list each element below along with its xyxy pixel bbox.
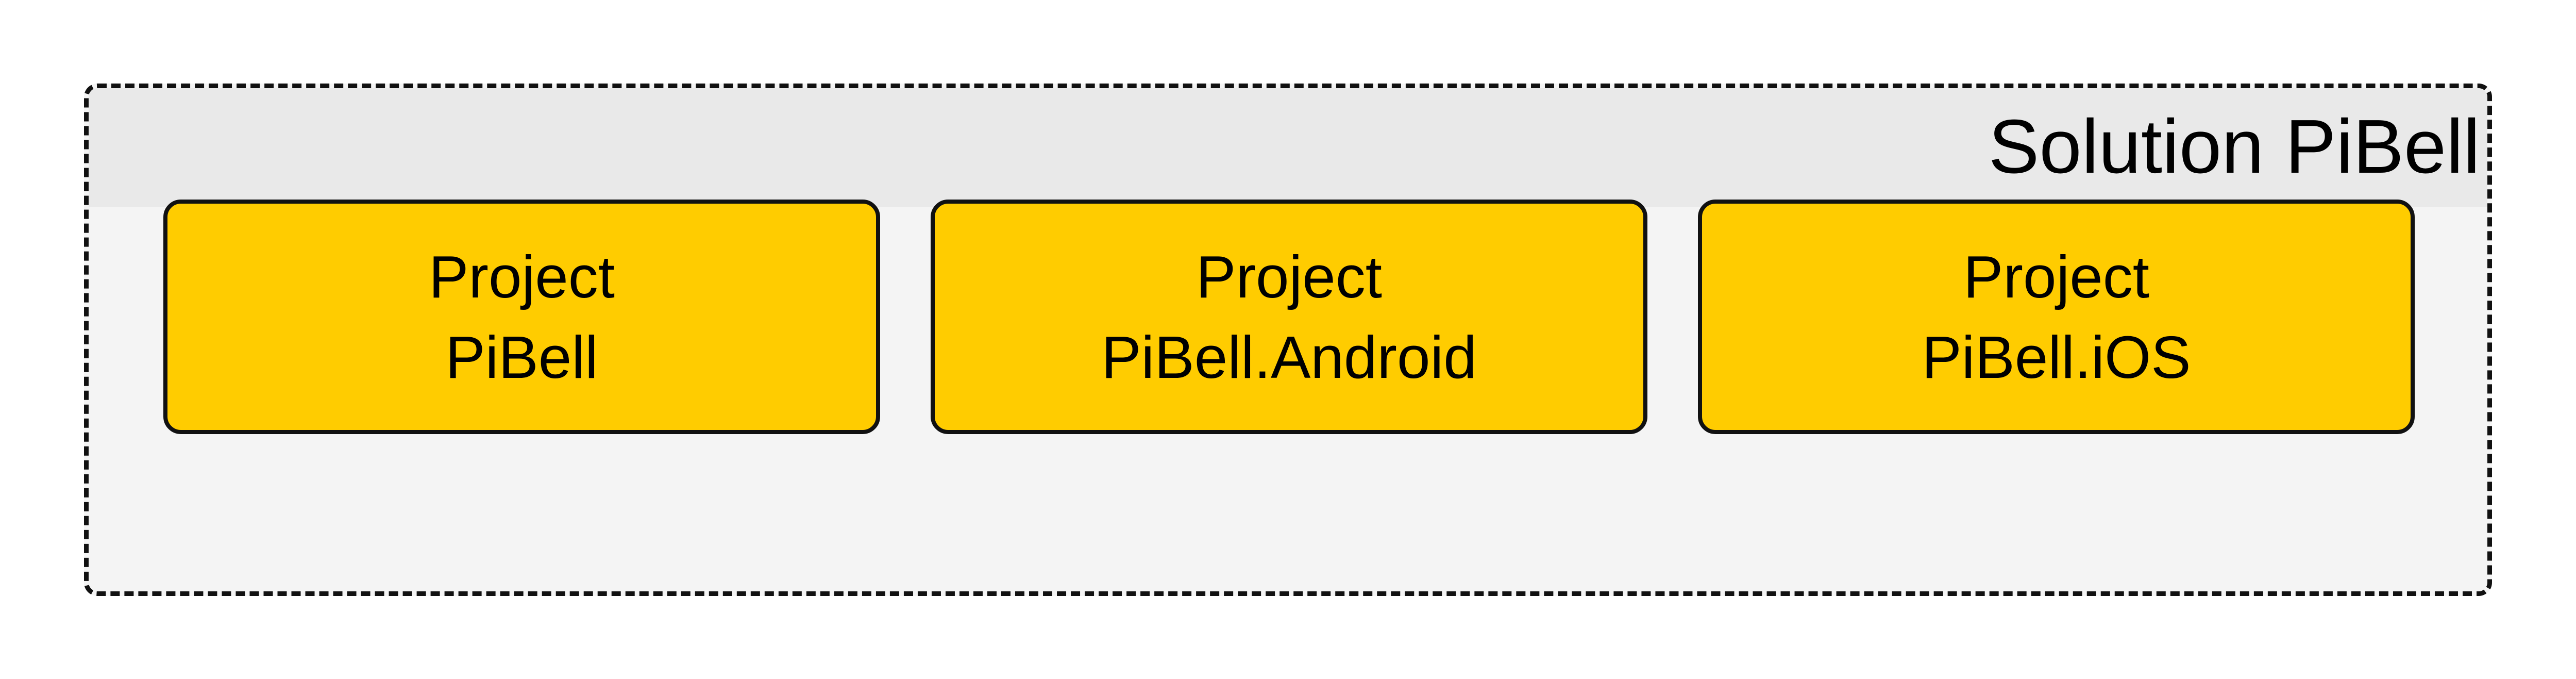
solution-header: Solution PiBell [89, 88, 2487, 207]
project-label-line1: Project [1963, 243, 2150, 310]
project-box-pibell-ios: Project PiBell.iOS [1698, 200, 2415, 434]
project-label-line1: Project [1196, 243, 1383, 310]
project-label-line1: Project [428, 243, 615, 310]
project-label-line2: PiBell [445, 323, 598, 391]
solution-title: Solution PiBell [1988, 104, 2480, 189]
project-box-pibell-android: Project PiBell.Android [931, 200, 1647, 434]
project-box-pibell: Project PiBell [163, 200, 880, 434]
project-label-line2: PiBell.Android [1101, 323, 1477, 391]
project-label-line2: PiBell.iOS [1922, 323, 2191, 391]
